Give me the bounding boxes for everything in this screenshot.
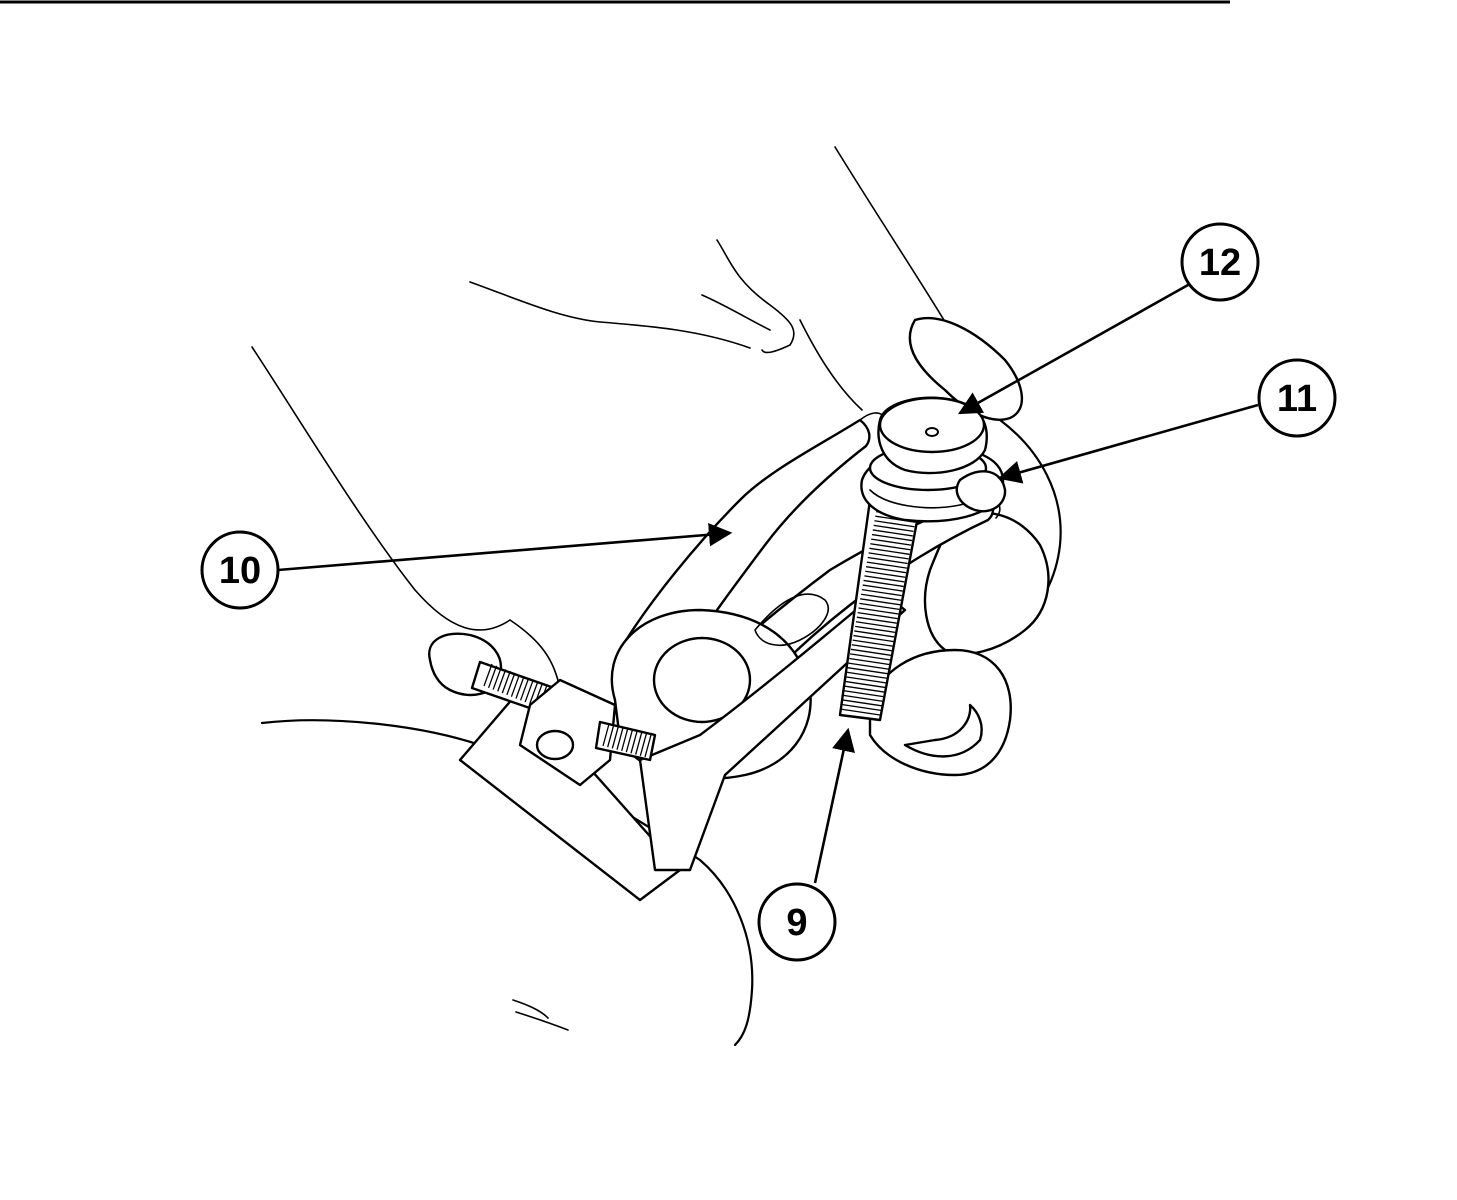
right-hand [834,146,1062,777]
shank-thread-line [510,674,521,697]
shank-thread-line [487,665,498,689]
shank-thread-line [497,669,507,692]
callout-12-circle [1180,222,1260,302]
shank-thread-line [506,672,516,696]
bolt-thread-line [855,625,896,634]
bolt-thread-line [844,685,885,693]
bolt-thread-line [871,538,912,546]
end-thread-line [630,731,638,754]
bolt-thread-line [856,616,897,624]
bolt-thread-line [845,676,886,684]
bolt-thread-line [839,708,881,716]
bolt-thread-line [861,588,902,597]
callout-9: 9 [757,882,837,962]
bolt-thread-line [859,602,900,611]
leader-11 [997,403,1259,484]
bolt-thread-line [870,543,911,551]
shank-thread-line [524,679,534,703]
bolt-thread-line [842,694,883,702]
bolt-thread-line [865,566,907,574]
callout-9-label: 9 [786,902,807,944]
end-thread-line [625,729,633,753]
end-thread-line [602,723,610,747]
bolt-thread-line [844,680,886,689]
bolt-thread-line [869,547,910,555]
callout-11: 11 [1257,358,1337,438]
shank-thread-line [529,681,539,705]
callout-12: 12 [1180,222,1260,302]
bolt-thread-line [849,653,891,661]
bolt-thread-line [846,671,887,679]
bolt-thread-line [853,634,894,643]
shank-thread-line [515,676,525,699]
bolt-thread-line [840,703,881,712]
bolt-thread-line [867,556,908,565]
leader-lines [277,283,1259,884]
bolt-thread-line [860,593,902,601]
pivot-hole [652,636,752,724]
shank-thread-line [492,667,502,690]
bolt-thread-line [871,533,913,542]
leader-10 [277,523,733,572]
callout-10-circle [200,530,280,610]
threaded-bolt [838,498,922,722]
end-thread-line [611,726,619,749]
callout-11-circle [1257,358,1337,438]
bolt-thread-line [849,657,890,666]
callout-11-label: 11 [1277,378,1317,420]
bolt-thread-line [841,699,882,707]
bolt-thread-line [855,621,897,629]
callout-12-label: 12 [1199,242,1241,284]
bolt-thread-line [860,598,901,606]
bolt-thread-line [865,570,906,578]
bolt-thread-line [857,611,898,620]
callout-10: 10 [200,530,280,610]
bolt-thread-line [843,689,884,698]
end-thread-line [607,725,615,748]
end-thread-line [621,728,629,752]
end-thread-line [639,733,647,756]
snap-ring-pliers [458,412,1001,902]
bolt-thread-line [851,644,892,652]
bolt-thread-line [873,524,914,533]
callout-10-label: 10 [219,550,261,592]
bolt-thread-line [854,630,895,638]
bolt-thread-line [847,667,888,675]
left-hand [251,239,863,691]
bolt-thread-line [852,639,893,647]
end-thread-line [635,732,643,755]
bolt-thread-line [866,561,908,569]
end-thread-line [616,727,624,750]
bolt-thread-line [872,529,913,537]
bolt-thread-line [858,607,899,615]
bolt-thread-line [863,579,904,588]
bolt-thread-line [868,552,909,560]
adjusting-screw [428,632,657,787]
shank-thread-line [501,670,511,694]
leader-9 [813,727,855,884]
bolt-thread-line [848,662,889,670]
end-thread-line [644,734,652,758]
shank-thread-line [483,663,493,687]
callout-9-circle [757,882,837,962]
bolt-thread-line [850,648,892,656]
cap-top [878,396,986,454]
bolt-thread-line [864,575,905,583]
bolt-thread-line [862,584,903,592]
shank-thread-line [519,678,530,701]
bolt-head-assembly [860,396,1007,523]
leader-12 [957,283,1189,415]
bolt-thread-line [874,520,915,528]
